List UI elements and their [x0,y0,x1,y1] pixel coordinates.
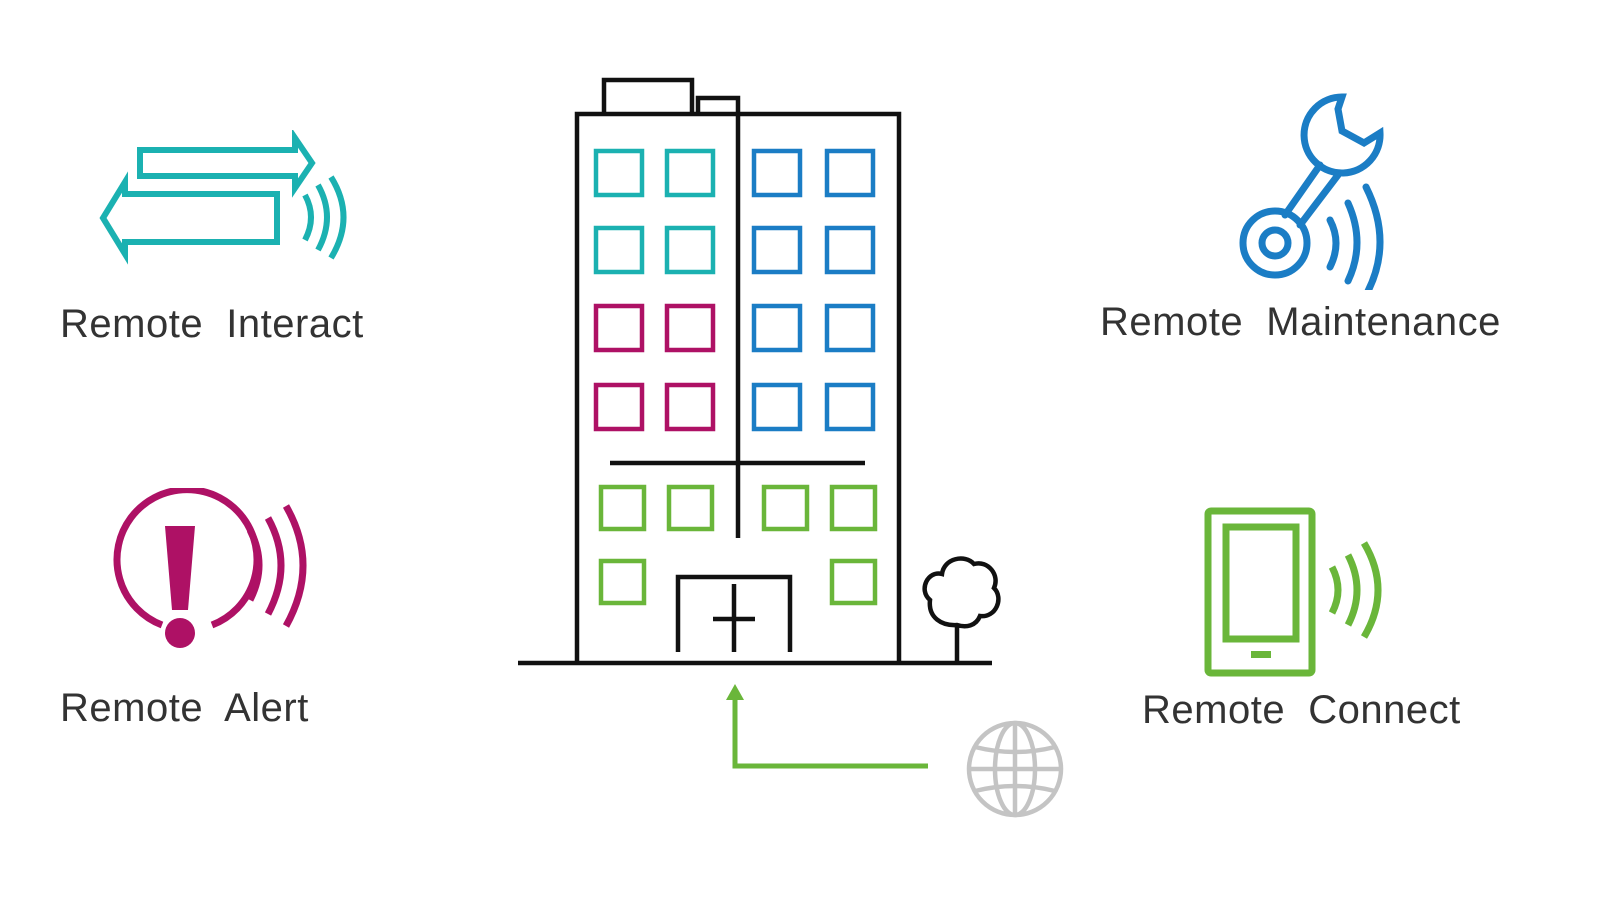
alert-exclamation-signal-icon [100,488,320,658]
remote-maintenance-label: Remote Maintenance [1100,300,1501,344]
remote-connect-label: Remote Connect [1142,688,1461,732]
remote-alert-label: Remote Alert [60,686,309,730]
up-arrow-connector-icon [715,680,940,775]
remote-interact-label: Remote Interact [60,302,364,346]
tablet-signal-icon [1200,505,1400,680]
wrench-signal-icon [1230,85,1400,290]
tree-icon [918,552,996,662]
office-building-icon [510,70,1010,680]
bidirectional-arrows-signal-icon [95,130,365,270]
globe-icon [963,717,1067,821]
